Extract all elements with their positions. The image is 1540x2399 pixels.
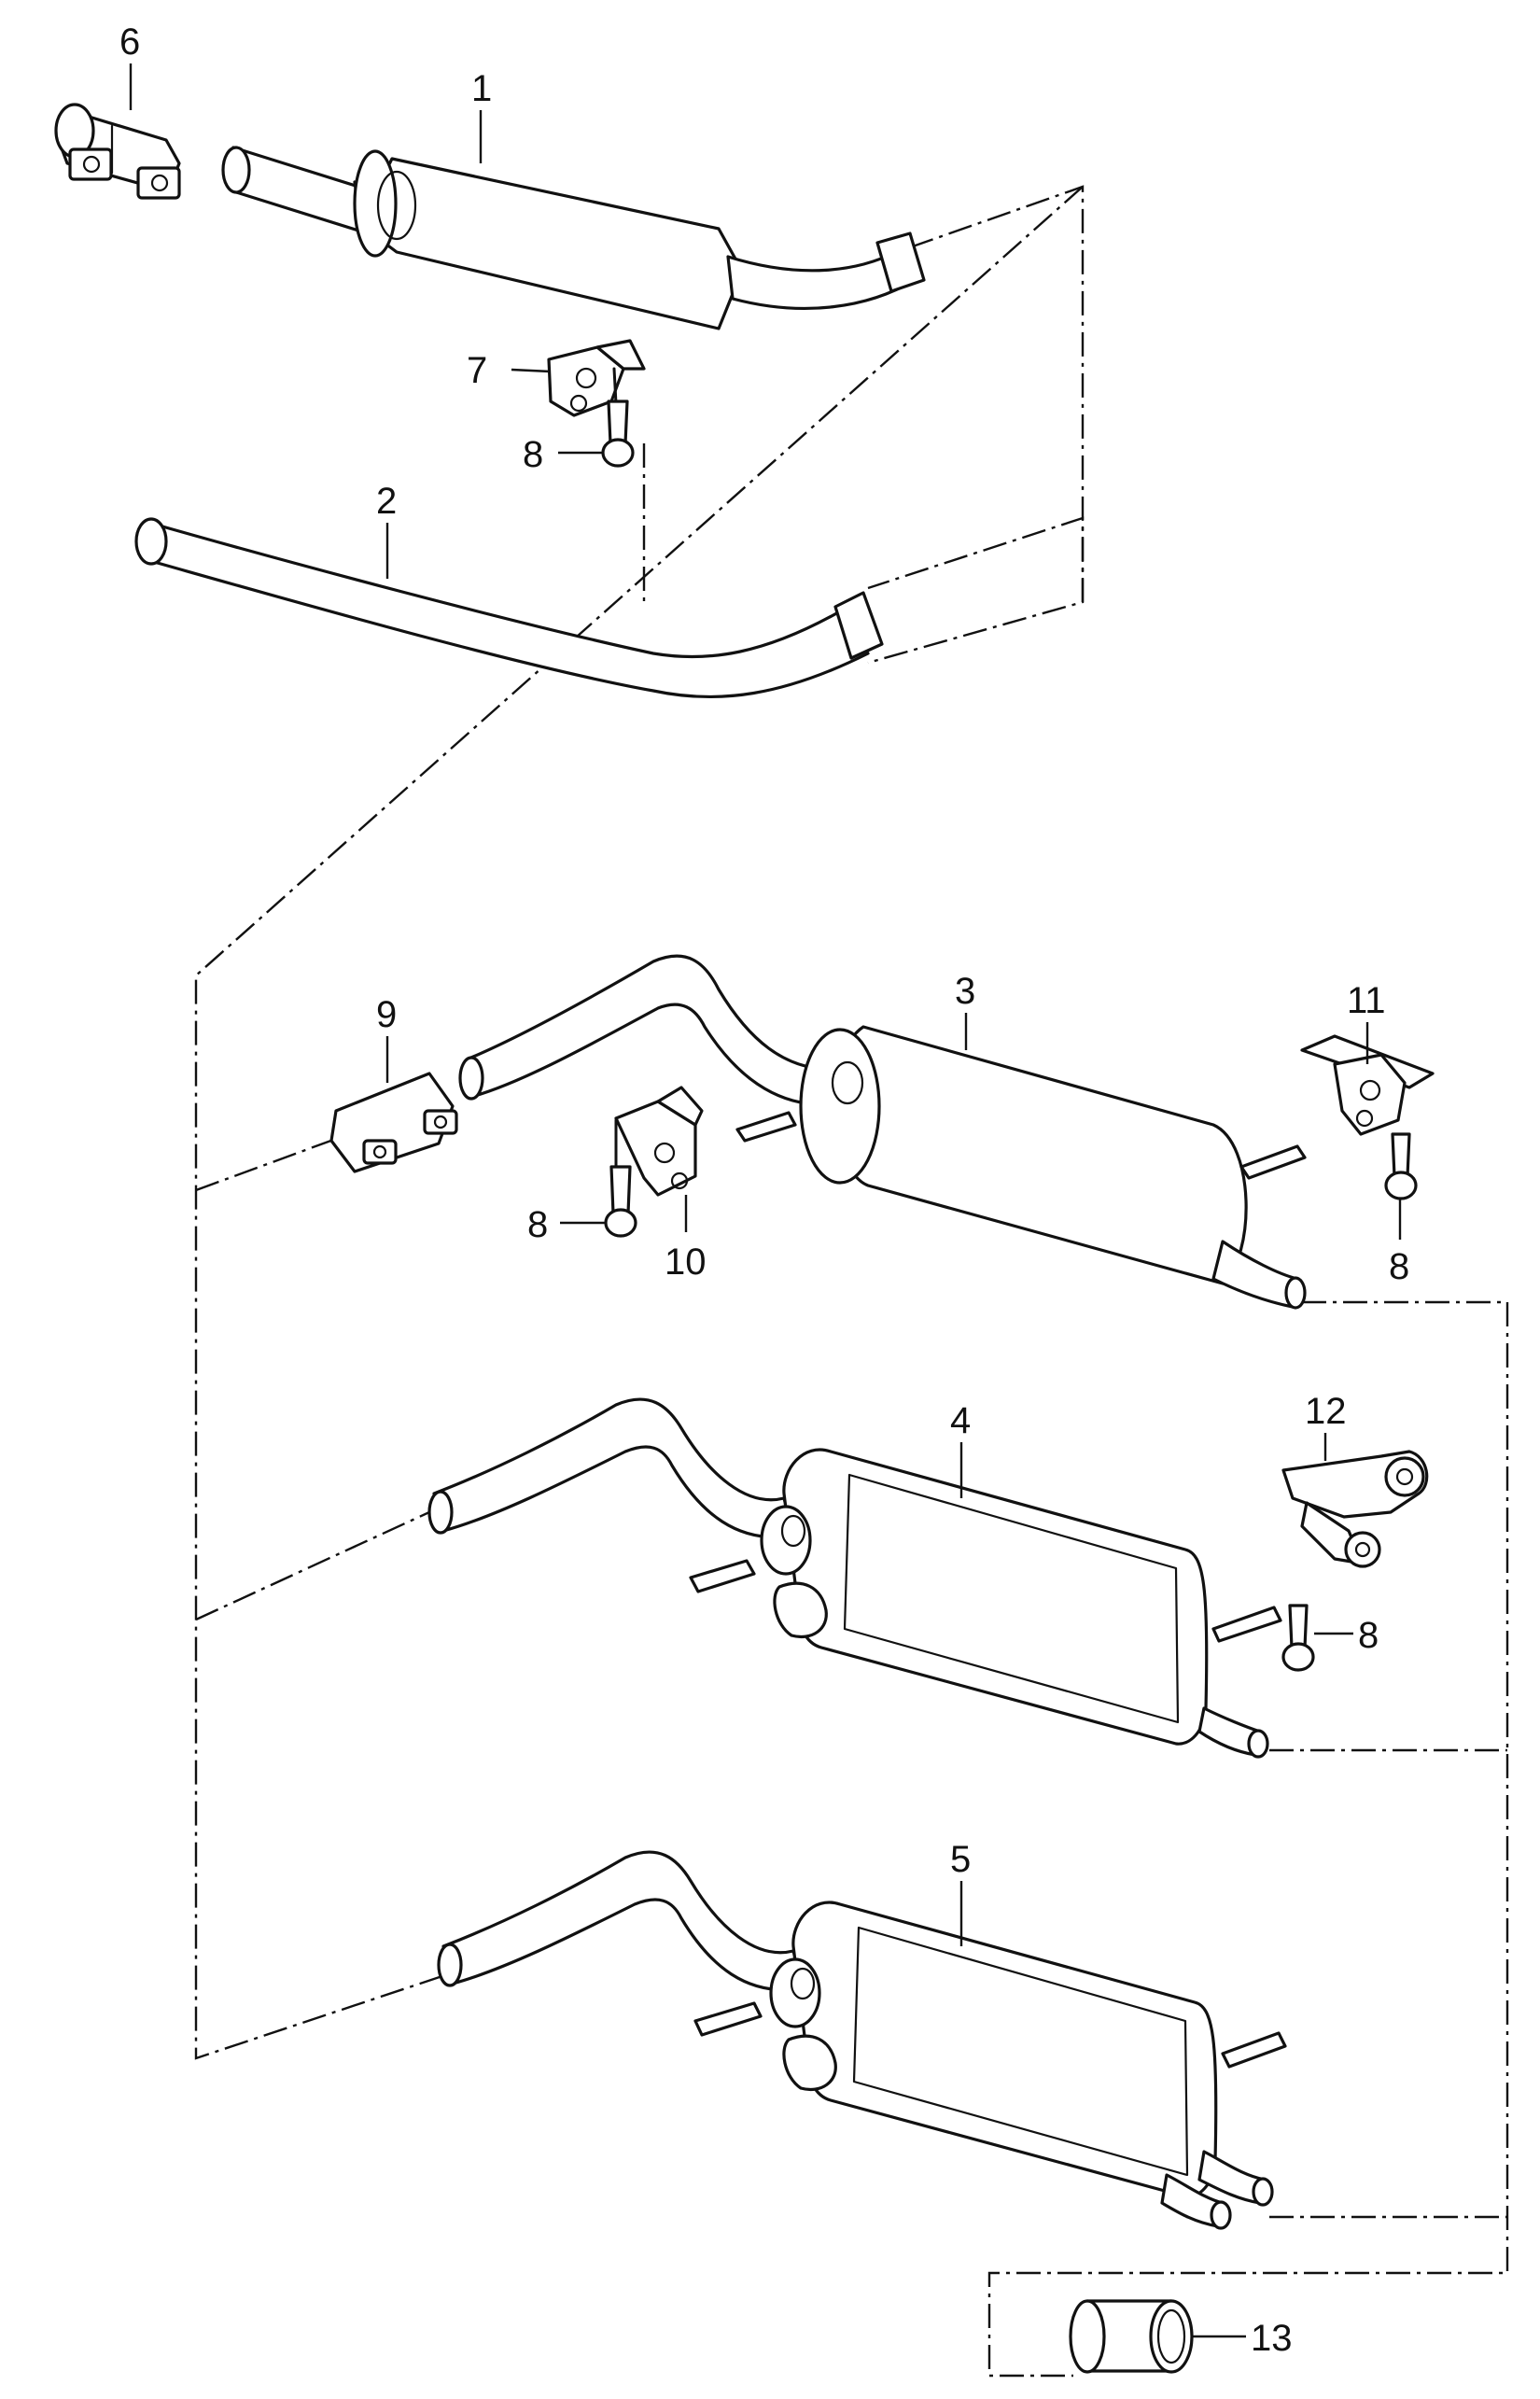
part-9-pipe-clamp[interactable] [329, 1072, 458, 1173]
callout-3: 3 [955, 971, 975, 1012]
part-10-hanger-bracket[interactable] [614, 1086, 704, 1197]
callout-1: 1 [471, 68, 492, 109]
callout-4: 4 [950, 1400, 971, 1441]
part-12-mounting-bracket[interactable] [1281, 1450, 1429, 1568]
callout-10: 10 [665, 1242, 707, 1283]
part-8-bolt-d[interactable] [1281, 1604, 1315, 1672]
callout-7: 7 [467, 350, 487, 391]
part-2-connecting-pipe[interactable] [134, 517, 884, 699]
callout-5: 5 [950, 1839, 971, 1880]
part-1-front-muffler[interactable] [221, 146, 926, 330]
part-4-rear-muffler[interactable] [427, 1397, 1282, 1759]
part-8-bolt-b[interactable] [604, 1165, 637, 1238]
callout-2: 2 [376, 481, 397, 522]
part-5-rear-muffler-twin-outlet[interactable] [437, 1850, 1287, 2230]
assembly-guide-lines [194, 185, 1509, 2378]
callout-9: 9 [376, 994, 397, 1035]
callout-11: 11 [1347, 980, 1386, 1021]
callout-12: 12 [1305, 1391, 1347, 1432]
callout-13: 13 [1251, 2318, 1293, 2359]
callout-8-b: 8 [527, 1204, 548, 1245]
part-13-tailpipe-trim[interactable] [1069, 2299, 1194, 2374]
callout-8-d: 8 [1358, 1615, 1379, 1656]
part-6-pipe-clamp[interactable] [54, 103, 181, 200]
part-3-rear-muffler[interactable] [458, 954, 1307, 1310]
part-8-bolt-a[interactable] [601, 400, 635, 468]
callout-leaders [129, 63, 1402, 2338]
callout-6: 6 [119, 21, 140, 63]
callout-8-c: 8 [1389, 1246, 1409, 1287]
part-8-bolt-c[interactable] [1384, 1132, 1418, 1200]
part-7-rubber-hanger[interactable] [547, 339, 646, 441]
callout-8-a: 8 [523, 434, 543, 475]
callout-labels: 6 1 7 8 2 9 3 11 8 10 8 4 12 8 5 13 [119, 21, 1409, 2359]
